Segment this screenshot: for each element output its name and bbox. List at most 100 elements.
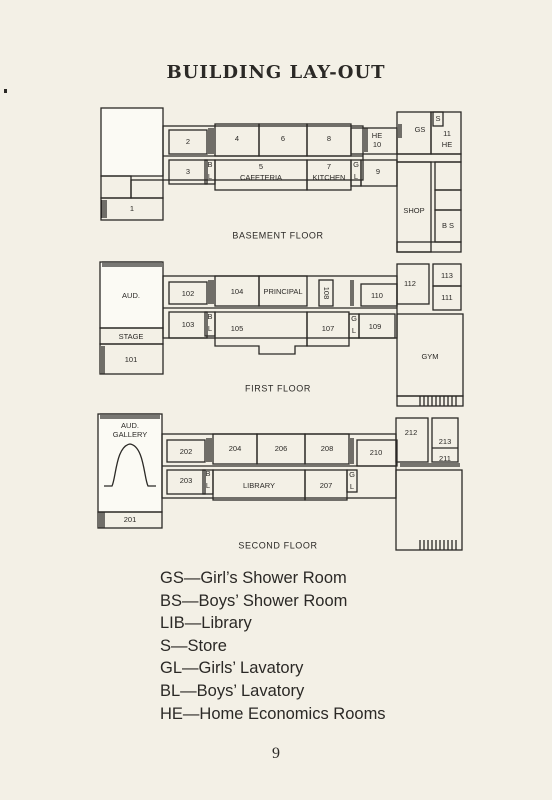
east-room-a xyxy=(434,161,462,191)
girls-lavatory-second xyxy=(346,469,358,493)
label-room-109: 109 xyxy=(369,322,382,331)
label-room-211: 211 xyxy=(439,454,451,463)
label-shop: SHOP xyxy=(403,206,424,215)
label-gl-l: L xyxy=(354,172,358,181)
margin-mark xyxy=(4,89,7,93)
label-room-7: 7 xyxy=(327,162,331,171)
room-111 xyxy=(432,285,462,311)
label-cafeteria: CAFETERIA xyxy=(240,173,282,182)
label-room-203: 203 xyxy=(180,476,193,485)
label-room-104: 104 xyxy=(231,287,244,296)
label-aud: AUD. xyxy=(122,291,140,300)
room-109 xyxy=(358,313,396,339)
room-108 xyxy=(318,279,334,307)
room-201 xyxy=(97,511,163,529)
label-room-9: 9 xyxy=(376,167,380,176)
label-room-202: 202 xyxy=(180,447,193,456)
west-annex xyxy=(100,175,132,199)
room-212 xyxy=(395,417,429,463)
label-room-11: 11 xyxy=(443,129,451,138)
label-bs: B S xyxy=(442,221,454,230)
label-room-101: 101 xyxy=(125,355,138,364)
west-corridor xyxy=(130,179,164,199)
floor-plan-diagram: 2 4 6 8 HE 10 GS S 11 HE 3 B L 5 CAFETER… xyxy=(97,107,464,551)
label-bl-b: B xyxy=(207,160,212,169)
room-103 xyxy=(168,311,208,339)
label-room-4: 4 xyxy=(235,134,239,143)
legend: GS—Girl’s Shower Room BS—Boys’ Shower Ro… xyxy=(160,567,386,725)
label-gl-g-second: G xyxy=(349,470,355,479)
label-room-108: 108 xyxy=(322,287,331,300)
basement-floor-label: BASEMENT FLOOR xyxy=(232,230,323,240)
label-gallery: GALLERY xyxy=(113,430,147,439)
label-room-206: 206 xyxy=(275,444,288,453)
legend-item: BL—Boys’ Lavatory xyxy=(160,681,305,700)
label-bl-l-second: L xyxy=(206,481,210,490)
room-203 xyxy=(166,469,206,495)
label-room-110: 110 xyxy=(371,291,383,300)
label-room-103: 103 xyxy=(182,320,195,329)
label-gl-l-first: L xyxy=(352,326,356,335)
label-room-2: 2 xyxy=(186,137,190,146)
room-210 xyxy=(356,439,398,467)
label-room-10: 10 xyxy=(373,140,381,149)
label-gs: GS xyxy=(415,125,426,134)
label-room-111: 111 xyxy=(441,293,452,302)
label-store: S xyxy=(435,114,440,123)
room-102 xyxy=(168,281,208,305)
east-south-strip xyxy=(396,241,462,253)
label-library: LIBRARY xyxy=(243,481,275,490)
label-room-208: 208 xyxy=(321,444,334,453)
label-room-1: 1 xyxy=(130,204,134,213)
label-bl-b-second: B xyxy=(205,469,210,478)
legend-item: LIB—Library xyxy=(160,614,252,633)
label-room-112: 112 xyxy=(404,279,416,288)
label-bl-b-first: B xyxy=(207,312,212,321)
room-112 xyxy=(396,263,430,305)
room-105 xyxy=(214,311,308,355)
label-room-5: 5 xyxy=(259,162,263,171)
basement-floor-plan: 2 4 6 8 HE 10 GS S 11 HE 3 B L 5 CAFETER… xyxy=(100,107,462,253)
label-room-105: 105 xyxy=(231,324,244,333)
gym-open-below xyxy=(395,469,463,551)
label-principal: PRINCIPAL xyxy=(263,287,302,296)
label-room-8: 8 xyxy=(327,134,331,143)
auditorium xyxy=(99,261,164,329)
label-aud-second: AUD. xyxy=(121,421,139,430)
label-room-213: 213 xyxy=(439,437,452,446)
label-he-east: HE xyxy=(442,140,452,149)
label-he: HE xyxy=(372,131,382,140)
first-corridor xyxy=(162,275,398,339)
label-room-210: 210 xyxy=(370,448,383,457)
room-213-211 xyxy=(431,417,459,463)
principal-office xyxy=(258,275,308,307)
east-corridor xyxy=(396,153,462,163)
room-2 xyxy=(168,129,208,155)
label-gl-g-first: G xyxy=(351,314,357,323)
label-bl-l-first: L xyxy=(208,324,212,333)
legend-item: S—Store xyxy=(160,636,227,655)
page-number: 9 xyxy=(272,745,280,762)
first-floor-plan: AUD. 102 104 PRINCIPAL 108 110 112 113 1… xyxy=(99,261,464,407)
room-101 xyxy=(99,343,164,375)
gym-south-strip xyxy=(396,395,464,407)
room-3 xyxy=(168,159,208,185)
label-room-113: 113 xyxy=(441,271,453,280)
room-202 xyxy=(166,439,206,463)
legend-item: BS—Boys’ Shower Room xyxy=(160,591,348,610)
store-room xyxy=(432,111,444,127)
legend-item: GL—Girls’ Lavatory xyxy=(160,659,304,678)
label-room-107: 107 xyxy=(322,324,335,333)
label-gl-g: G xyxy=(353,160,359,169)
label-room-212: 212 xyxy=(405,428,418,437)
label-room-102: 102 xyxy=(182,289,195,298)
second-floor-label: SECOND FLOOR xyxy=(238,540,317,550)
east-room-b xyxy=(434,189,462,211)
basement-corridor xyxy=(162,125,364,181)
label-bl-l: L xyxy=(208,172,212,181)
label-room-204: 204 xyxy=(229,444,242,453)
first-floor-label: FIRST FLOOR xyxy=(245,383,311,393)
page-title: BUILDING LAY-OUT xyxy=(166,62,386,83)
legend-item: GS—Girl’s Shower Room xyxy=(160,569,347,587)
west-block xyxy=(100,107,164,177)
